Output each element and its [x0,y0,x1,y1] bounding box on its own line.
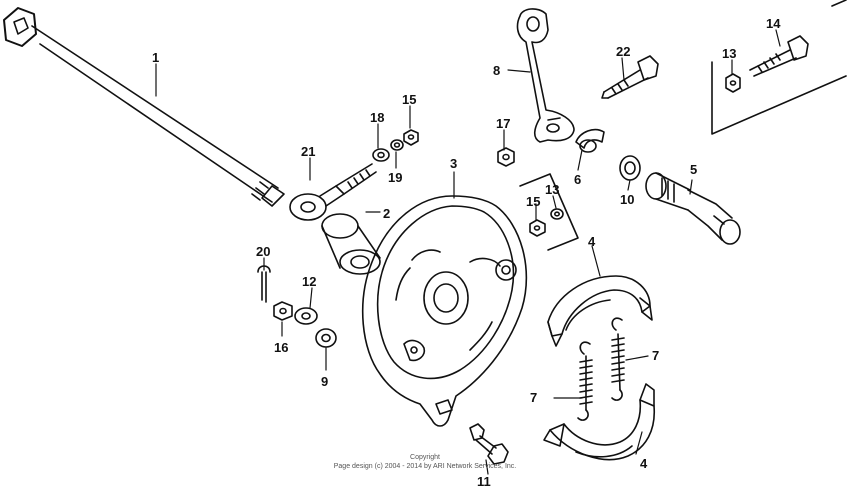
nut-part-15-upper [403,129,419,146]
bolt-part-14 [749,35,809,77]
callout-9: 9 [321,374,328,389]
washer-part-12 [294,307,318,325]
callout-13-inset: 13 [545,182,559,197]
callout-19: 19 [388,170,402,185]
inset-bracket [519,173,579,251]
callout-14: 14 [766,16,781,31]
spring-part-7-left [577,341,593,421]
callout-6: 6 [574,172,581,187]
brake-cam-part-5 [645,172,741,245]
adjuster-bolt-part-21 [289,163,377,221]
callout-10: 10 [620,192,634,207]
callout-17: 17 [496,116,510,131]
callout-labels: 1 2 3 4 4 5 6 7 7 8 9 10 11 12 13 13 14 … [152,16,781,489]
callout-7-right: 7 [652,348,659,363]
washer-part-19 [390,139,404,151]
callout-2: 2 [383,206,390,221]
spring-part-7-right [611,317,625,401]
callout-20: 20 [256,244,270,259]
washer-part-13-top [725,73,741,93]
callout-15-inset: 15 [526,194,540,209]
leader-lines [155,29,781,475]
callout-7-left: 7 [530,390,537,405]
washer-part-18 [372,148,390,162]
callout-12: 12 [302,274,316,289]
callout-4-upper: 4 [588,234,596,249]
brake-panel-part-3 [361,195,528,427]
washer-part-9 [315,328,337,348]
callout-13-top: 13 [722,46,736,61]
brake-shoe-part-4-lower [543,383,656,461]
callout-22: 22 [616,44,630,59]
callout-15-upper: 15 [402,92,416,107]
callout-1: 1 [152,50,159,65]
copyright-line-1: Copyright [410,454,440,461]
wear-indicator-part-6 [575,128,605,153]
callout-11: 11 [477,474,491,489]
brake-shoe-part-4-upper [547,275,653,347]
callout-21: 21 [301,144,315,159]
axle-part-1 [3,7,285,207]
nut-part-17 [497,147,515,167]
nut-part-16 [273,301,293,321]
inset-bracket-top-right [711,0,847,135]
callout-4-lower: 4 [640,456,648,471]
nut-part-15-inset [529,219,546,237]
felt-seal-part-10 [619,155,641,181]
callout-8: 8 [493,63,500,78]
bolt-part-22 [601,55,659,99]
copyright-notice: Copyright Page design (c) 2004 - 2014 by… [334,454,517,470]
copyright-line-2: Page design (c) 2004 - 2014 by ARI Netwo… [334,463,517,470]
callout-18: 18 [370,110,384,125]
bolt-part-11 [469,423,509,465]
callout-16: 16 [274,340,288,355]
brake-arm-part-8 [516,8,575,143]
callout-5: 5 [690,162,697,177]
washer-part-13-inset [550,208,564,220]
callout-3: 3 [450,156,457,171]
cotter-pin-part-20 [257,265,271,303]
